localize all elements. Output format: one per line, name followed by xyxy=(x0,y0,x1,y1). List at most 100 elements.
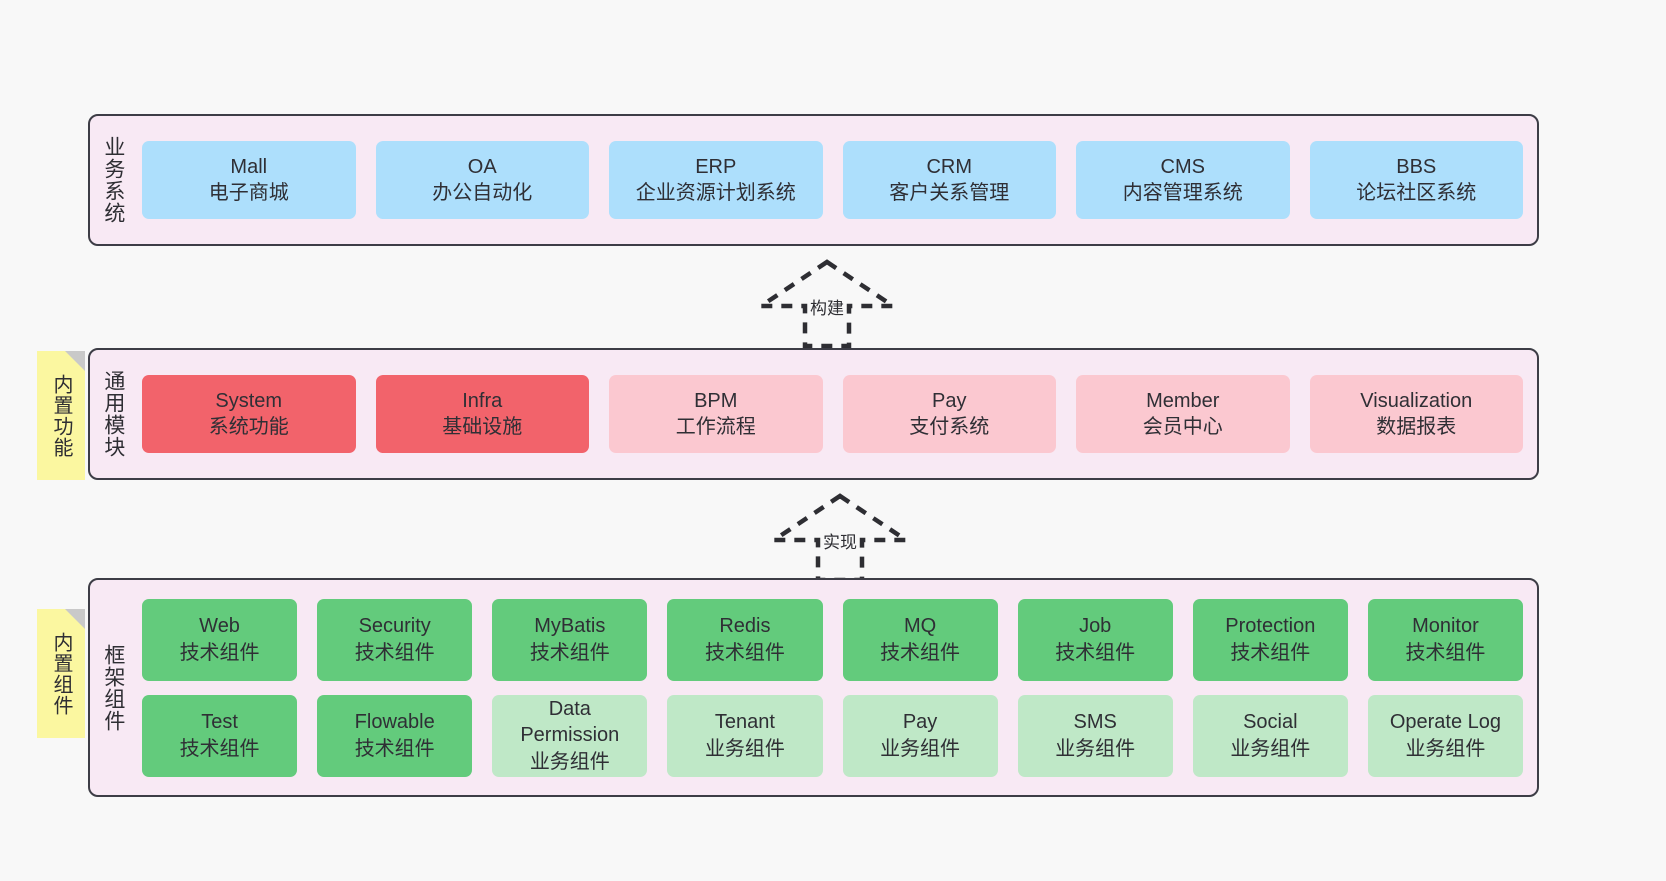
card-desc: 技术组件 xyxy=(1405,641,1486,664)
business-card-cms[interactable]: CMS 内容管理系统 xyxy=(1076,141,1290,219)
card-name: Operate Log xyxy=(1389,711,1502,734)
layer-modules-body: System 系统功能 Infra 基础设施 BPM 工作流程 Pay 支付系统… xyxy=(136,350,1537,478)
card-name: Data Permission xyxy=(520,697,620,747)
card-desc: 技术组件 xyxy=(1055,641,1136,664)
card-name: Mall xyxy=(230,155,268,178)
layer-framework-components: 框架组件 Web 技术组件 Security 技术组件 MyBatis 技术组件… xyxy=(88,578,1539,797)
card-name: Protection xyxy=(1225,615,1316,638)
layer-business-title: 业务系统 xyxy=(101,136,125,224)
business-card-crm[interactable]: CRM 客户关系管理 xyxy=(842,141,1056,219)
framework-row-tech: Web 技术组件 Security 技术组件 MyBatis 技术组件 Redi… xyxy=(142,598,1523,681)
component-card-security[interactable]: Security 技术组件 xyxy=(317,598,473,681)
component-card-tenant[interactable]: Tenant 业务组件 xyxy=(667,694,823,777)
business-card-erp[interactable]: ERP 企业资源计划系统 xyxy=(609,141,823,219)
component-card-sms[interactable]: SMS 业务组件 xyxy=(1017,694,1173,777)
card-name: Redis xyxy=(719,615,771,638)
card-name: Pay xyxy=(902,711,938,734)
component-card-mq[interactable]: MQ 技术组件 xyxy=(842,598,998,681)
business-card-mall[interactable]: Mall 电子商城 xyxy=(142,141,356,219)
component-card-data-permission[interactable]: Data Permission 业务组件 xyxy=(492,694,648,777)
connector-build-label: 构建 xyxy=(810,299,844,318)
layer-common-modules: 通用模块 System 系统功能 Infra 基础设施 BPM 工作流程 Pay… xyxy=(88,348,1539,480)
layer-framework-body: Web 技术组件 Security 技术组件 MyBatis 技术组件 Redi… xyxy=(136,580,1537,795)
card-desc: 业务组件 xyxy=(529,750,610,773)
card-desc: 技术组件 xyxy=(354,641,435,664)
generalization-arrow-icon xyxy=(753,259,901,349)
card-name: System xyxy=(215,389,283,412)
card-name: MQ xyxy=(903,615,937,638)
business-row: Mall 电子商城 OA 办公自动化 ERP 企业资源计划系统 CRM 客户关系… xyxy=(142,141,1523,219)
module-card-pay[interactable]: Pay 支付系统 xyxy=(842,375,1056,453)
business-card-oa[interactable]: OA 办公自动化 xyxy=(375,141,589,219)
business-card-bbs[interactable]: BBS 论坛社区系统 xyxy=(1309,141,1523,219)
card-desc: 业务组件 xyxy=(1405,737,1486,760)
card-name: SMS xyxy=(1073,711,1117,734)
card-name: CRM xyxy=(926,155,973,178)
card-name: Visualization xyxy=(1360,389,1473,412)
component-card-flowable[interactable]: Flowable 技术组件 xyxy=(317,694,473,777)
card-desc: 技术组件 xyxy=(354,737,435,760)
card-name: BBS xyxy=(1396,155,1437,178)
component-card-job[interactable]: Job 技术组件 xyxy=(1017,598,1173,681)
component-card-monitor[interactable]: Monitor 技术组件 xyxy=(1367,598,1523,681)
card-name: BPM xyxy=(694,389,738,412)
note-label: 内置组件 xyxy=(50,631,72,716)
note-builtin-components: 内置组件 xyxy=(37,609,85,738)
module-card-member[interactable]: Member 会员中心 xyxy=(1076,375,1290,453)
card-name: Job xyxy=(1079,615,1112,638)
module-card-visualization[interactable]: Visualization 数据报表 xyxy=(1309,375,1523,453)
card-name: Flowable xyxy=(354,711,435,734)
card-desc: 办公自动化 xyxy=(432,182,533,204)
card-name: MyBatis xyxy=(534,615,606,638)
card-desc: 技术组件 xyxy=(1230,641,1311,664)
card-desc: 客户关系管理 xyxy=(889,182,1010,204)
layer-business-body: Mall 电子商城 OA 办公自动化 ERP 企业资源计划系统 CRM 客户关系… xyxy=(136,116,1537,244)
component-card-web[interactable]: Web 技术组件 xyxy=(142,598,298,681)
card-desc: 技术组件 xyxy=(179,737,260,760)
component-card-mybatis[interactable]: MyBatis 技术组件 xyxy=(492,598,648,681)
card-name: Infra xyxy=(462,389,503,412)
note-builtin-functions: 内置功能 xyxy=(37,351,85,480)
card-desc: 工作流程 xyxy=(675,416,756,438)
card-desc: 系统功能 xyxy=(208,416,289,438)
component-card-redis[interactable]: Redis 技术组件 xyxy=(667,598,823,681)
card-desc: 内容管理系统 xyxy=(1122,182,1243,204)
card-name: ERP xyxy=(695,155,737,178)
card-name: Member xyxy=(1146,389,1220,412)
connector-build: 构建 xyxy=(753,258,901,350)
note-label: 内置功能 xyxy=(50,373,72,458)
connector-realize-label: 实现 xyxy=(823,533,857,552)
card-name: Test xyxy=(201,711,238,734)
layer-modules-title: 通用模块 xyxy=(101,370,125,458)
card-name: Monitor xyxy=(1412,615,1479,638)
component-card-operate-log[interactable]: Operate Log 业务组件 xyxy=(1367,694,1523,777)
component-card-social[interactable]: Social 业务组件 xyxy=(1192,694,1348,777)
card-desc: 业务组件 xyxy=(1230,737,1311,760)
card-desc: 企业资源计划系统 xyxy=(635,182,796,204)
modules-row: System 系统功能 Infra 基础设施 BPM 工作流程 Pay 支付系统… xyxy=(142,375,1523,453)
card-desc: 支付系统 xyxy=(909,416,990,438)
card-name: OA xyxy=(467,155,497,178)
card-desc: 数据报表 xyxy=(1376,416,1457,438)
framework-row-business: Test 技术组件 Flowable 技术组件 Data Permission … xyxy=(142,694,1523,777)
card-desc: 技术组件 xyxy=(179,641,260,664)
card-desc: 基础设施 xyxy=(442,416,523,438)
module-card-infra[interactable]: Infra 基础设施 xyxy=(375,375,589,453)
layer-framework-title: 框架组件 xyxy=(101,643,125,732)
component-card-test[interactable]: Test 技术组件 xyxy=(142,694,298,777)
card-desc: 会员中心 xyxy=(1142,416,1223,438)
card-desc: 技术组件 xyxy=(529,641,610,664)
card-name: Social xyxy=(1243,711,1298,734)
card-name: Security xyxy=(358,615,431,638)
module-card-system[interactable]: System 系统功能 xyxy=(142,375,356,453)
component-card-protection[interactable]: Protection 技术组件 xyxy=(1192,598,1348,681)
component-card-pay[interactable]: Pay 业务组件 xyxy=(842,694,998,777)
module-card-bpm[interactable]: BPM 工作流程 xyxy=(609,375,823,453)
card-name: CMS xyxy=(1160,155,1205,178)
layer-business-systems: 业务系统 Mall 电子商城 OA 办公自动化 ERP 企业资源计划系统 CRM… xyxy=(88,114,1539,246)
card-desc: 技术组件 xyxy=(704,641,785,664)
card-desc: 技术组件 xyxy=(880,641,961,664)
card-desc: 业务组件 xyxy=(1055,737,1136,760)
card-desc: 电子商城 xyxy=(208,182,289,204)
